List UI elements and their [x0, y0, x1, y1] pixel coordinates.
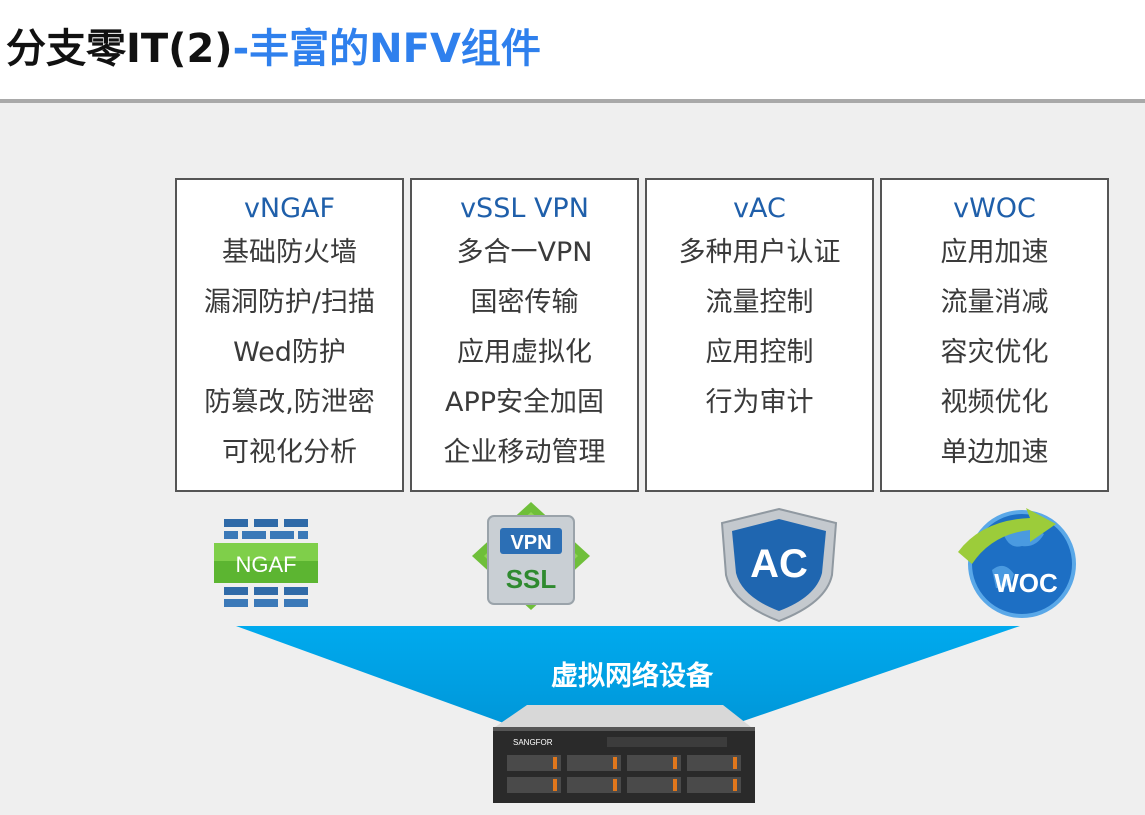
vac-feature-list: 多种用户认证 流量控制 应用控制 行为审计	[647, 228, 872, 428]
ssl-vpn-diamond-icon: VPN SSL	[472, 502, 590, 610]
feature-item: 漏洞防护/扫描	[203, 287, 376, 318]
banner-label: 虚拟网络设备	[551, 661, 713, 692]
feature-item: 行为审计	[705, 387, 814, 418]
ssl-logo-text: SSL	[506, 564, 557, 594]
access-control-shield-icon: AC	[720, 507, 838, 623]
feature-item: 国密传输	[470, 287, 579, 318]
page-title-suffix: -丰富的NFV组件	[232, 26, 541, 72]
feature-item: 流量消减	[940, 287, 1049, 318]
feature-item: APP安全加固	[444, 387, 605, 418]
feature-item: 流量控制	[705, 287, 814, 318]
feature-item: 应用加速	[940, 237, 1049, 268]
feature-item: 基础防火墙	[222, 237, 357, 268]
ac-logo-text: AC	[750, 542, 808, 586]
rack-server-icon: SANGFOR	[493, 705, 755, 803]
ngaf-logo-text: NGAF	[235, 552, 296, 577]
feature-item: Wed防护	[233, 337, 346, 368]
vngaf-card-title: vNGAF	[243, 193, 336, 224]
feature-item: 容灾优化	[940, 337, 1049, 368]
feature-item: 多合一VPN	[456, 237, 593, 268]
vsslvpn-feature-list: 多合一VPN 国密传输 应用虚拟化 APP安全加固 企业移动管理	[412, 228, 637, 478]
page-title-prefix: 分支零IT(2)	[6, 26, 233, 72]
feature-item: 视频优化	[940, 387, 1049, 418]
feature-item: 防篡改,防泄密	[204, 387, 375, 418]
wan-optimization-globe-icon: WOC	[958, 508, 1076, 618]
banner-shape	[236, 626, 1020, 729]
firewall-wall-icon: NGAF	[214, 519, 318, 607]
vngaf-card: vNGAF 基础防火墙 漏洞防护/扫描 Wed防护 防篡改,防泄密 可视化分析	[175, 178, 404, 492]
vwoc-card: vWOC 应用加速 流量消减 容灾优化 视频优化 单边加速	[880, 178, 1109, 492]
vac-card-title: vAC	[733, 193, 786, 224]
feature-item: 单边加速	[940, 437, 1049, 468]
vwoc-feature-list: 应用加速 流量消减 容灾优化 视频优化 单边加速	[882, 228, 1107, 478]
vwoc-card-title: vWOC	[953, 193, 1036, 224]
woc-logo-text: WOC	[994, 568, 1058, 598]
vpn-logo-text: VPN	[510, 532, 551, 554]
feature-item: 多种用户认证	[678, 237, 841, 268]
feature-item: 应用控制	[705, 337, 814, 368]
vngaf-feature-list: 基础防火墙 漏洞防护/扫描 Wed防护 防篡改,防泄密 可视化分析	[177, 228, 402, 478]
vac-card: vAC 多种用户认证 流量控制 应用控制 行为审计	[645, 178, 874, 492]
vsslvpn-card: vSSL VPN 多合一VPN 国密传输 应用虚拟化 APP安全加固 企业移动管…	[410, 178, 639, 492]
feature-item: 企业移动管理	[443, 437, 606, 468]
header-bar: 分支零IT(2)-丰富的NFV组件	[0, 0, 1145, 103]
feature-item: 应用虚拟化	[457, 337, 592, 368]
server-brand: SANGFOR	[513, 738, 553, 747]
feature-item: 可视化分析	[222, 437, 357, 468]
vsslvpn-card-title: vSSL VPN	[460, 193, 589, 224]
page-title: 分支零IT(2)-丰富的NFV组件	[6, 16, 541, 74]
